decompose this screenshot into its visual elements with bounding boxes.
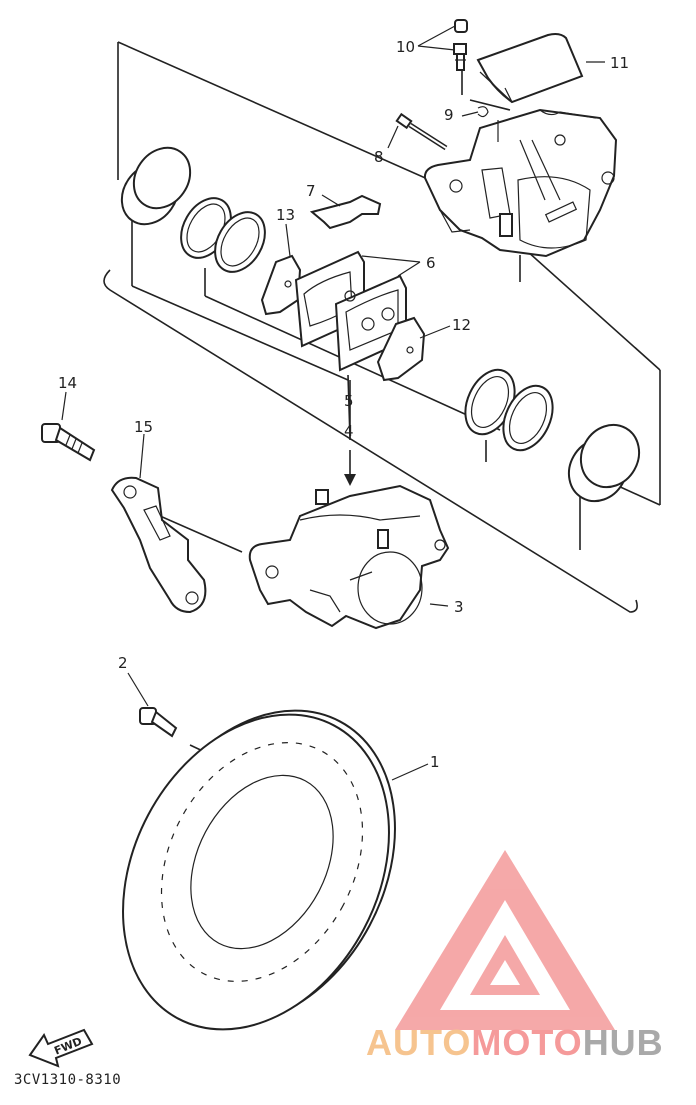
callout-4: 4 — [344, 422, 354, 440]
clip-icon — [477, 106, 489, 118]
watermark-brand: AUTOMOTOHUB — [366, 1022, 664, 1064]
callout-10: 10 — [396, 38, 415, 56]
front-caliper-icon — [423, 108, 618, 258]
pad-pin-icon — [395, 112, 448, 151]
caliper-bracket-icon — [110, 476, 207, 614]
watermark-logo-icon — [395, 850, 615, 1030]
watermark-part2: MOTO — [471, 1022, 583, 1063]
watermark-part3: HUB — [582, 1022, 664, 1063]
piston-seal-upper-icon — [180, 197, 266, 273]
disc-bolt-icon — [139, 707, 178, 738]
callout-2: 2 — [118, 654, 128, 672]
pad-shim-left-icon — [260, 254, 302, 316]
callout-12: 12 — [452, 316, 471, 334]
callout-15: 15 — [134, 418, 153, 436]
piston-upper-icon — [120, 146, 192, 226]
bleed-screw-icon — [453, 19, 468, 71]
piston-lower-icon — [567, 423, 641, 503]
assembly-frame-outline — [103, 269, 638, 613]
watermark-part1: AUTO — [366, 1022, 472, 1063]
pad-shim-right-icon — [376, 316, 426, 382]
callout-5: 5 — [344, 392, 354, 410]
caliper-cover-icon — [476, 33, 584, 104]
callout-1: 1 — [430, 753, 440, 771]
drawing-code: 3CV1310-8310 — [14, 1072, 122, 1088]
callout-11: 11 — [610, 54, 629, 72]
callout-7: 7 — [306, 182, 316, 200]
piston-seal-lower-icon — [464, 368, 554, 452]
forward-arrow-icon: FWD — [28, 1028, 94, 1068]
callout-9: 9 — [444, 106, 454, 124]
callout-8: 8 — [374, 148, 384, 166]
callout-13: 13 — [276, 206, 295, 224]
callout-leaders — [61, 25, 605, 781]
brake-disc-icon — [122, 709, 396, 1031]
mounting-bolt-icon — [41, 423, 96, 462]
rear-caliper-icon — [248, 484, 450, 630]
pad-spring-icon — [309, 194, 382, 230]
callout-6: 6 — [426, 254, 436, 272]
callout-3: 3 — [454, 598, 464, 616]
callout-14: 14 — [58, 374, 77, 392]
arrow-down-icon — [344, 450, 356, 486]
